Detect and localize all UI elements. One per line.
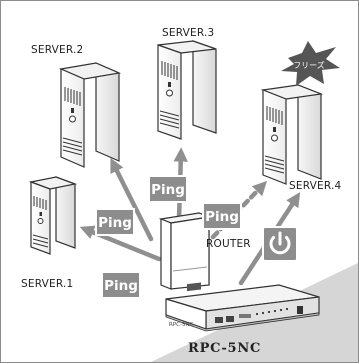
server-4-tower [260, 84, 324, 185]
device-panel-label: RPC-5NC [169, 322, 194, 328]
server-2-tower [58, 62, 122, 168]
device-title: RPC-5NC [188, 341, 261, 356]
ping-badge-server-1: Ping [101, 271, 141, 299]
ping-badge-server-3: Ping [148, 175, 188, 203]
freeze-label: フリーズ [293, 60, 325, 70]
rpc-5nc-device [165, 282, 320, 332]
star-burst-icon: フリーズ [281, 41, 340, 86]
ping-label: Ping [205, 209, 239, 225]
router-label: ROUTER [206, 238, 251, 250]
server-3-tower [157, 40, 217, 140]
server-2-label: SERVER.2 [31, 44, 83, 56]
server-1-tower [28, 176, 78, 255]
ping-badge-server-4: Ping [202, 202, 242, 230]
server-1-label: SERVER.1 [21, 278, 73, 290]
server-3-label: SERVER.3 [162, 27, 214, 39]
ping-label: Ping [104, 278, 138, 294]
server-4-label: SERVER.4 [289, 180, 341, 192]
ping-label: Ping [98, 215, 132, 231]
router [158, 212, 212, 290]
ping-badge-server-2: Ping [95, 208, 135, 236]
ping-label: Ping [151, 182, 185, 198]
power-icon [262, 226, 298, 262]
arrow-to-server-2 [110, 157, 154, 242]
